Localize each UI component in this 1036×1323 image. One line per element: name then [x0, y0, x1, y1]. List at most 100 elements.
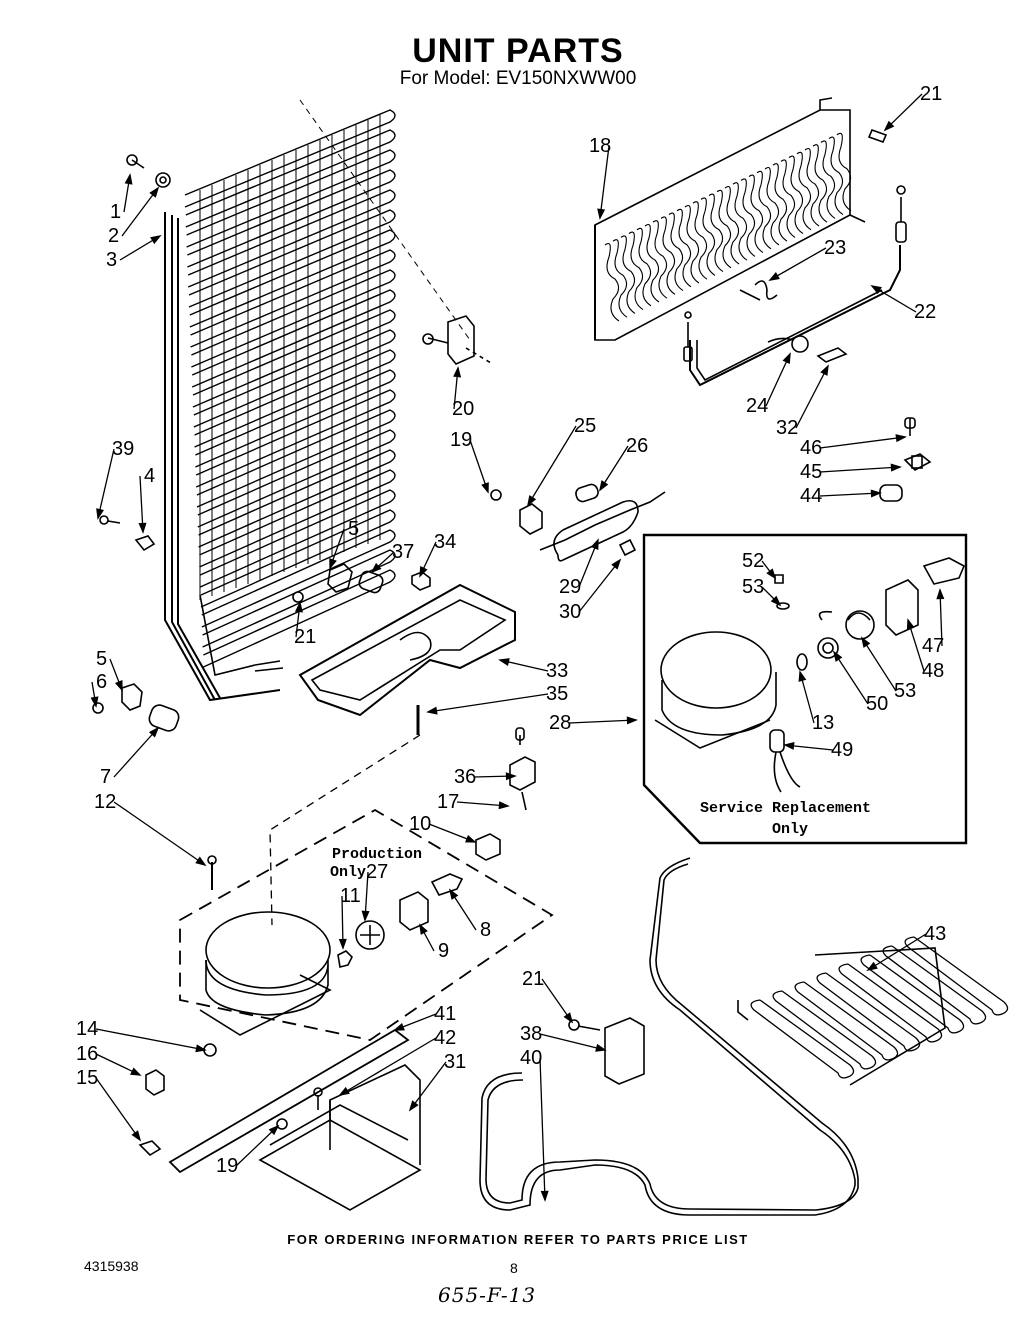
callout-arrowhead — [419, 566, 428, 578]
handwritten-code: 655-F-13 — [438, 1283, 537, 1307]
callout-arrowhead — [611, 558, 622, 570]
callout-leader — [819, 492, 881, 497]
callout-arrowhead — [114, 680, 123, 692]
callout-leader — [769, 247, 827, 281]
callout-leader — [861, 637, 897, 692]
callout-arrowhead — [268, 1124, 280, 1136]
callout-leader — [121, 187, 159, 237]
page-title: UNIT PARTS — [412, 32, 624, 70]
callout-number: 35 — [546, 683, 568, 705]
callout-arrowhead — [294, 601, 303, 613]
callout-leader — [409, 1061, 447, 1111]
callout-arrowhead — [195, 856, 207, 867]
callout-number: 24 — [746, 395, 768, 417]
callout-arrowhead — [860, 636, 871, 648]
callout-number: 18 — [589, 135, 611, 157]
callout-arrowhead — [866, 961, 878, 971]
callout-number: 1 — [110, 201, 121, 223]
callout-arrowhead — [883, 120, 895, 132]
callout-leader — [765, 353, 791, 407]
callout-leader — [113, 727, 159, 778]
callout-number: 46 — [800, 437, 822, 459]
callout-leader — [539, 1057, 546, 1201]
callout-arrowhead — [419, 923, 428, 935]
callout-arrowhead — [149, 186, 160, 198]
callout-arrowhead — [448, 888, 459, 900]
callout-number: 43 — [924, 923, 946, 945]
callout-arrowhead — [338, 938, 347, 950]
callout-arrowhead — [527, 495, 537, 507]
production-label-line-1: Production — [332, 846, 422, 863]
callout-arrowhead — [770, 595, 782, 607]
callout-arrowhead — [820, 364, 829, 376]
callout-arrowhead — [870, 489, 882, 498]
callout-leader — [939, 589, 943, 647]
callout-number: 34 — [434, 531, 456, 553]
callout-arrowhead — [563, 1012, 574, 1024]
callout-number: 16 — [76, 1043, 98, 1065]
callout-arrowhead — [598, 480, 609, 492]
callout-arrowhead — [783, 741, 795, 750]
callout-arrowhead — [338, 1086, 350, 1096]
callout-leader — [139, 475, 144, 533]
callout-arrowhead — [595, 1043, 607, 1052]
condenser-coil — [164, 109, 396, 702]
callout-number: 21 — [920, 83, 942, 105]
callout-number: 53 — [742, 576, 764, 598]
callout-number: 6 — [96, 671, 107, 693]
callout-number: 13 — [812, 712, 834, 734]
ordering-info-note: FOR ORDERING INFORMATION REFER TO PARTS … — [287, 1232, 749, 1247]
defrost-parts — [767, 128, 932, 502]
callout-leader — [95, 1077, 141, 1141]
callout-number: 27 — [366, 861, 388, 883]
callout-number: 39 — [112, 438, 134, 460]
production-only-label: Production Only — [330, 846, 422, 881]
callout-arrowhead — [481, 482, 489, 494]
callout-arrowhead — [590, 538, 599, 550]
callout-leader — [833, 651, 869, 705]
model-subtitle: For Model: EV150NXWW00 — [399, 68, 637, 89]
service-replacement-label: Service Replacement Only — [700, 800, 871, 838]
callout-arrowhead — [393, 1022, 405, 1031]
callout-arrowhead — [890, 463, 902, 472]
callout-number: 25 — [574, 415, 596, 437]
callout-number: 21 — [294, 626, 316, 648]
page-number: 8 — [510, 1260, 518, 1276]
callout-number: 32 — [776, 417, 798, 439]
callout-arrowhead — [131, 1130, 142, 1142]
callout-arrowhead — [870, 285, 882, 295]
callout-number: 10 — [409, 813, 431, 835]
callout-arrowhead — [895, 434, 907, 443]
callout-arrowhead — [906, 618, 915, 630]
document-number: 4315938 — [84, 1258, 139, 1274]
callout-arrowhead — [408, 1100, 419, 1112]
callout-leader — [95, 1028, 206, 1051]
callout-arrowhead — [798, 670, 807, 682]
callout-leader-lines — [90, 93, 945, 1202]
callout-number: 29 — [559, 576, 581, 598]
callout-number: 15 — [76, 1067, 98, 1089]
callout-number: 44 — [800, 485, 822, 507]
callout-number: 5 — [96, 648, 107, 670]
callout-leader — [427, 693, 549, 713]
callout-leader — [867, 933, 927, 971]
callout-arrowhead — [936, 588, 945, 600]
service-replacement-box — [642, 533, 968, 845]
callout-arrowhead — [453, 366, 462, 378]
callout-number: 50 — [866, 693, 888, 715]
callout-number: 28 — [549, 712, 571, 734]
callout-arrowhead — [90, 696, 99, 708]
callout-arrowhead — [370, 562, 382, 574]
callout-arrowhead — [832, 650, 843, 662]
callout-arrowhead — [96, 508, 104, 520]
callout-number: 5 — [348, 518, 359, 540]
callout-arrowhead — [597, 208, 606, 220]
callout-arrowhead — [195, 1044, 207, 1053]
callout-number: 52 — [742, 550, 764, 572]
callout-arrowhead — [540, 1190, 549, 1202]
callout-number: 20 — [452, 398, 474, 420]
evaporator-coil — [594, 97, 907, 387]
callout-number: 19 — [216, 1155, 238, 1177]
